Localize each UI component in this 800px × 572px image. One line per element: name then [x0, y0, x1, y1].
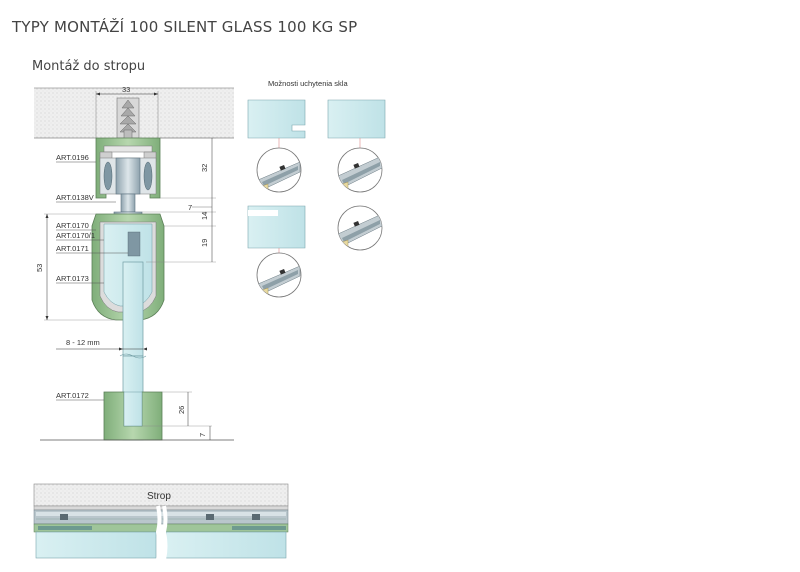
dim-7-bottom: 7	[198, 433, 207, 437]
ceiling-label: Strop	[147, 491, 171, 502]
page-title: TYPY MONTÁŽÍ 100 SILENT GLASS 100 KG SP	[12, 18, 358, 36]
label-art0173: ART.0173	[56, 274, 89, 283]
label-art0171: ART.0171	[56, 244, 89, 253]
page-subtitle: Montáž do stropu	[32, 59, 146, 74]
option-2	[327, 99, 386, 193]
dim-14: 14	[200, 212, 209, 220]
rail-profile	[95, 137, 161, 199]
dim-7-top: 7	[188, 203, 192, 212]
dim-26: 26	[177, 406, 186, 414]
dimensions-right: 32 7 14 19	[142, 137, 216, 263]
glass-mounting-options: Možnosti uchytenia skla	[247, 79, 386, 298]
dim-53: 53	[35, 264, 44, 272]
dim-width-top: 33	[122, 85, 130, 94]
label-art0170-1: ART.0170/1	[56, 231, 95, 240]
dim-32: 32	[200, 164, 209, 172]
dimensions-floor: 26 7	[142, 391, 212, 440]
option-3	[247, 205, 306, 298]
options-title: Možnosti uchytenia skla	[268, 79, 348, 88]
dim-19: 19	[200, 239, 209, 247]
option-4	[337, 205, 383, 251]
part-labels: ART.0196 ART.0138V ART.0170 ART.0170/1 A…	[56, 153, 128, 401]
option-1	[247, 99, 306, 193]
dimension-glass: 8 - 12 mm	[56, 338, 147, 351]
dimension-top-width: 33	[95, 85, 159, 138]
label-art0172: ART.0172	[56, 391, 89, 400]
label-art0138v: ART.0138V	[56, 193, 94, 202]
dim-glass: 8 - 12 mm	[66, 338, 100, 347]
dimension-left: 53	[35, 213, 116, 321]
label-art0196: ART.0196	[56, 153, 89, 162]
floor-guide	[40, 391, 234, 441]
anchor-screw	[116, 97, 140, 145]
ceiling-section-view: Strop	[33, 483, 289, 561]
label-art0170: ART.0170	[56, 221, 89, 230]
